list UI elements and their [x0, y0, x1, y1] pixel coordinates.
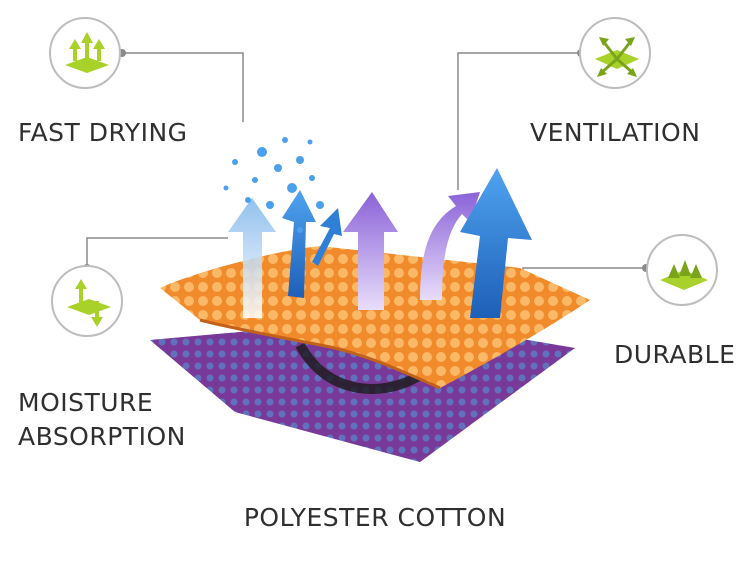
airflow-arrows [228, 168, 532, 318]
fast-drying-icon [65, 32, 109, 73]
moisture-absorption-label-line2: ABSORPTION [18, 422, 186, 451]
moisture-absorption-label-line1: MOISTURE [18, 388, 154, 417]
durable-icon [660, 260, 708, 290]
water-droplets [223, 137, 324, 233]
moisture-absorption-badge [51, 265, 123, 337]
fast-drying-badge [49, 17, 121, 89]
durable-badge [646, 234, 718, 306]
fast-drying-label: FAST DRYING [18, 118, 188, 147]
material-label: POLYESTER COTTON [243, 503, 507, 532]
moisture-absorption-icon [67, 279, 111, 327]
ventilation-label: VENTILATION [530, 118, 701, 147]
ventilation-icon [595, 37, 639, 77]
durable-label: DURABLE [614, 340, 736, 369]
ventilation-badge [579, 17, 651, 89]
